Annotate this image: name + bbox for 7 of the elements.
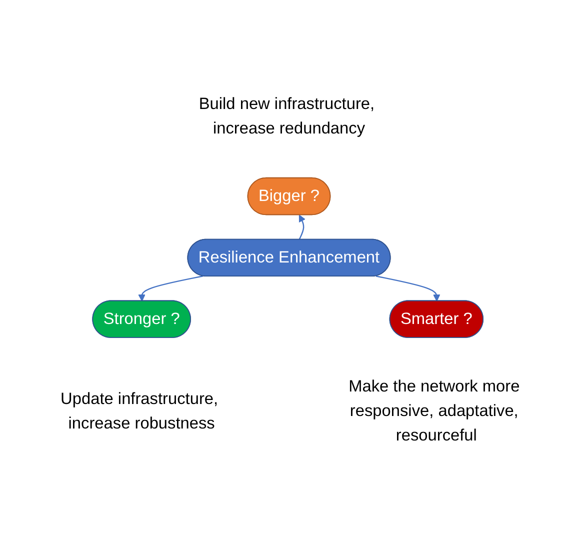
node-label: Make the network more responsive, adaptative, resourceful xyxy=(348,377,520,444)
node-label: Build new infrastructure, increase redundancy xyxy=(198,94,375,138)
arrow xyxy=(298,214,306,240)
arrow xyxy=(376,275,440,301)
arrow xyxy=(138,275,203,301)
diagram: Build new infrastructure, increase redundancy Bigger ? Resilience Enhancement Stronger ? Update infrastructure, increase robustness Smarter ? Make the network more responsive, adaptative, resourceful xyxy=(4,72,574,466)
node-label: Update infrastructure, increase robustness xyxy=(60,389,218,432)
